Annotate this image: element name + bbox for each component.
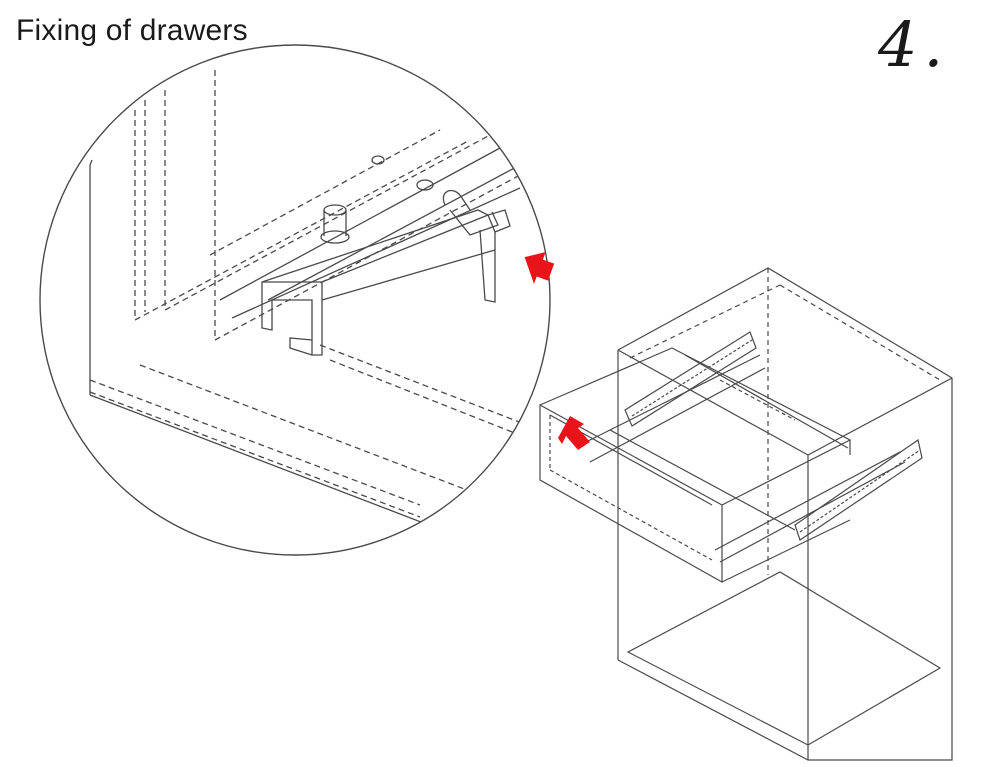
cabinet-rails [579, 331, 923, 563]
page-title: Fixing of drawers [16, 14, 248, 47]
red-arrow-icon [558, 416, 590, 450]
step-number: 4. [878, 8, 950, 81]
drawer-hidden-lines [549, 379, 796, 561]
front-bracket [261, 209, 511, 356]
drawer-rail [219, 147, 521, 319]
cabinet-hidden-lines [629, 268, 941, 575]
panel-hidden-lines [89, 70, 546, 518]
locking-clip [371, 155, 499, 236]
red-arrow-icon [524, 252, 555, 285]
cabinet-illustration [539, 267, 953, 761]
magnifier-ring [39, 44, 551, 556]
drawer-box [539, 347, 852, 584]
cabinet-body [617, 267, 953, 761]
detail-magnifier [39, 44, 551, 556]
panel-edge [89, 159, 521, 555]
mounting-screw [320, 204, 350, 244]
